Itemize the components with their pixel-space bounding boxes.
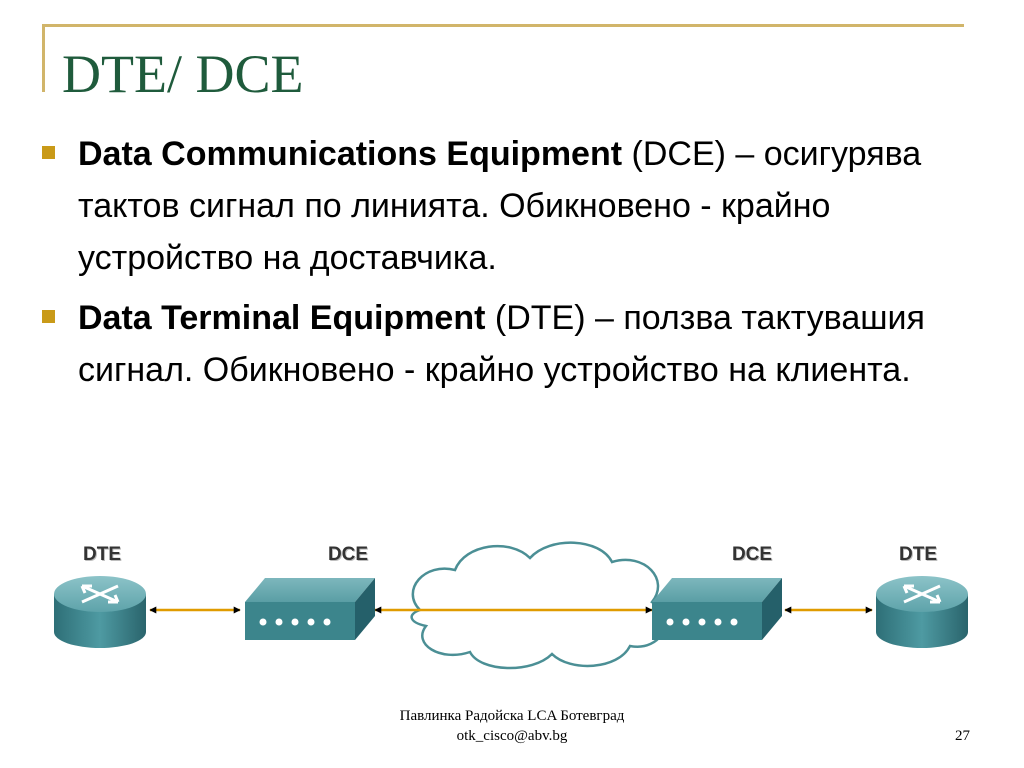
bullet-square-icon bbox=[42, 146, 55, 159]
router-icon bbox=[54, 576, 146, 648]
label-dce-left: DCE bbox=[327, 544, 369, 565]
footer: Павлинка Радойска LCA Ботевград otk_cisc… bbox=[312, 706, 712, 746]
bullet-text: (DCE) – осигурява тактов сигнал по линия… bbox=[78, 135, 922, 277]
cloud-icon bbox=[410, 541, 667, 670]
bullet-text: (DTE) – ползва тактувашия сигнал. Обикно… bbox=[78, 299, 925, 389]
network-diagram: DTE DCE DCE DTE bbox=[40, 530, 1010, 680]
bullet-term: Data Communications Equipment bbox=[78, 135, 623, 173]
title-accent-line-left bbox=[42, 24, 45, 92]
router-icon bbox=[876, 576, 968, 648]
bullet-list: Data Communications Equipment (DCE) – ос… bbox=[42, 128, 942, 404]
diagram-graphics bbox=[54, 541, 968, 670]
footer-author: Павлинка Радойска LCA Ботевград bbox=[399, 708, 625, 724]
title-accent-line-top bbox=[42, 24, 964, 27]
bullet-term: Data Terminal Equipment bbox=[78, 299, 486, 337]
label-dte-right: DTE bbox=[899, 544, 937, 565]
slide-number: 27 bbox=[955, 728, 970, 744]
label-dte-left: DTE bbox=[83, 544, 121, 565]
bullet-item-dte: Data Terminal Equipment (DTE) – ползва т… bbox=[42, 292, 942, 396]
footer-email: otk_cisco@abv.bg bbox=[456, 728, 568, 744]
bullet-square-icon bbox=[42, 310, 55, 323]
bullet-item-dce: Data Communications Equipment (DCE) – ос… bbox=[42, 128, 942, 284]
label-dce-right: DCE bbox=[731, 544, 773, 565]
modem-icon bbox=[245, 578, 375, 640]
slide-title: DTE/ DCE bbox=[62, 44, 304, 104]
modem-icon bbox=[652, 578, 782, 640]
